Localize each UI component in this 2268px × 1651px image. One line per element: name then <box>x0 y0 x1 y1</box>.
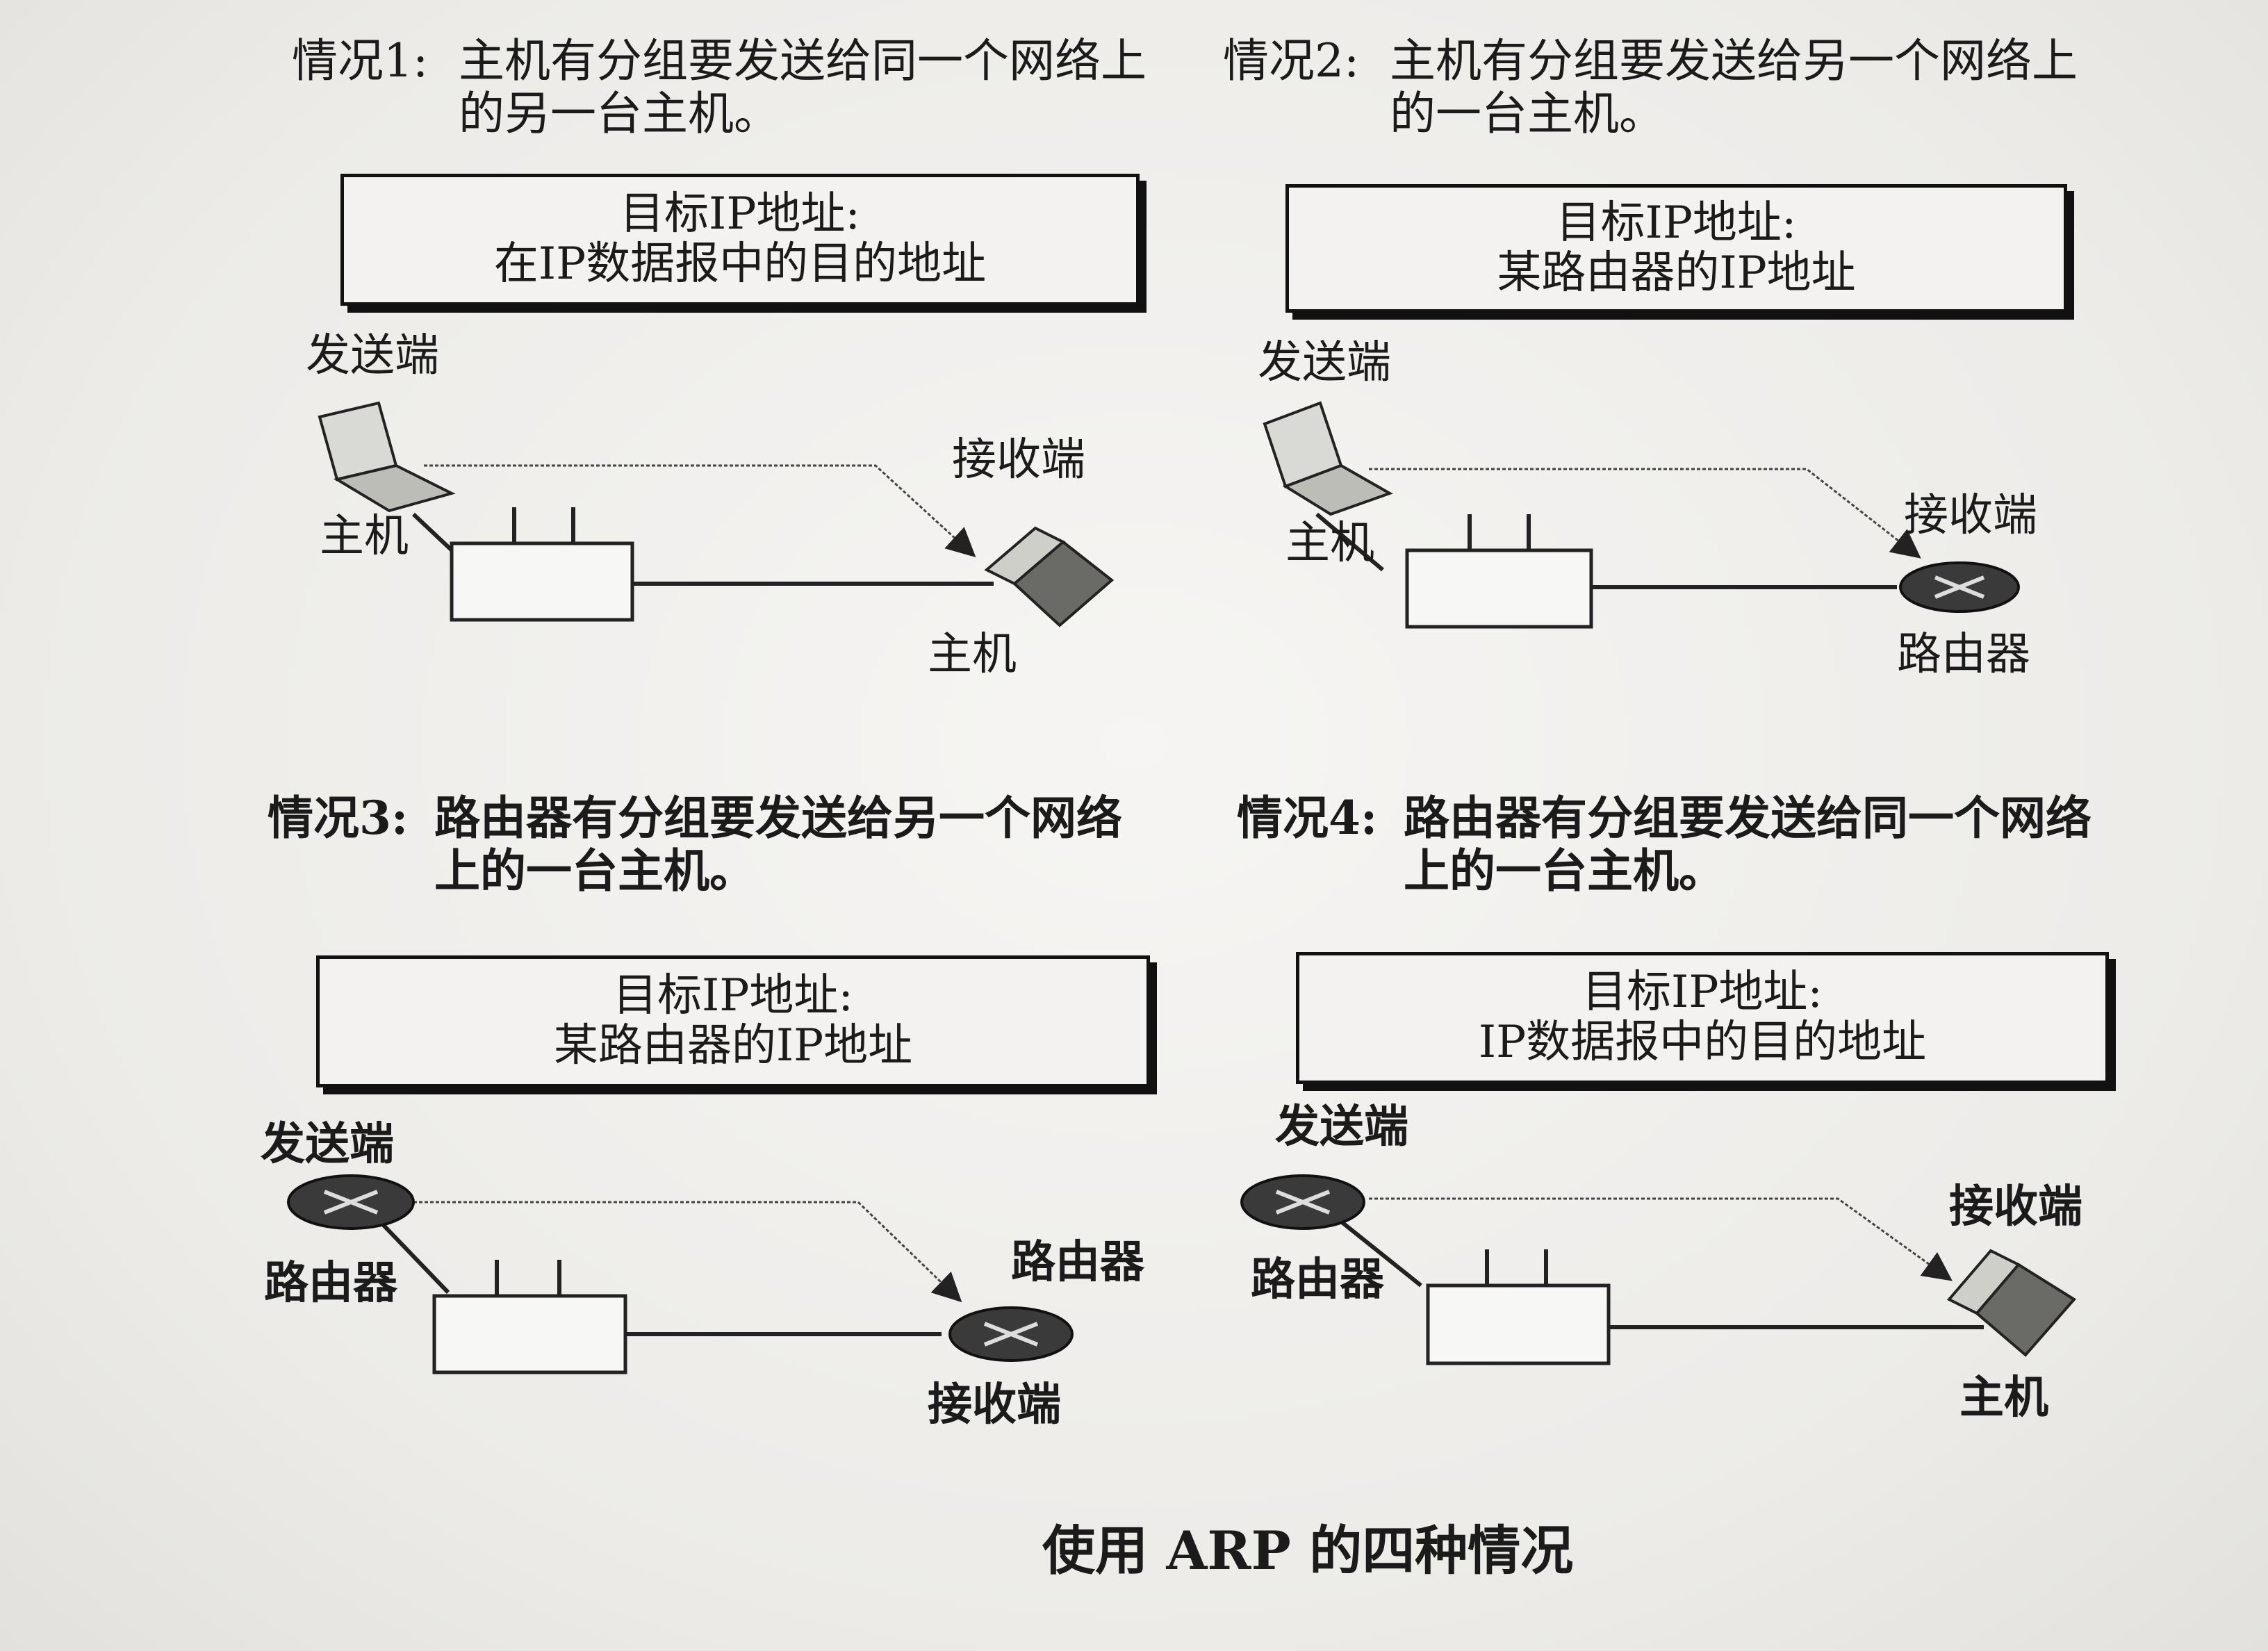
case-2-network <box>1263 401 2020 629</box>
case-3-key: 情况3: <box>268 791 409 845</box>
case-4-sender-bottom: 路由器 <box>1251 1254 1384 1306</box>
case-3-arp-arrow <box>413 1201 962 1303</box>
case-3-network <box>287 1174 1074 1374</box>
case-3-target-box: 目标IP地址: 某路由器的IP地址 <box>316 955 1150 1087</box>
case-3-sender-bottom: 路由器 <box>264 1257 397 1309</box>
case-1-box-line1: 目标IP地址: <box>620 188 860 240</box>
case-4-network <box>1240 1174 2077 1365</box>
case-1-caption: 情况1: 主机有分组要发送给同一个网络上的另一台主机。 <box>292 35 1153 140</box>
switch-icon <box>432 1260 627 1374</box>
router-icon <box>287 1174 415 1230</box>
switch-icon <box>1405 514 1593 629</box>
case-4-box-line1: 目标IP地址: <box>1582 967 1823 1019</box>
case-2-box-line2: 某路由器的IP地址 <box>1497 247 1856 299</box>
case-1-receiver-top: 接收端 <box>952 434 1085 486</box>
case-1-arp-arrow <box>424 464 976 558</box>
case-2-receiver-bottom: 路由器 <box>1897 629 2030 680</box>
case-3-receiver-top: 路由器 <box>1011 1236 1144 1288</box>
case-1-box-line2: 在IP数据报中的目的地址 <box>493 238 987 290</box>
case-2-target-box: 目标IP地址: 某路由器的IP地址 <box>1285 184 2067 313</box>
case-1-target-box: 目标IP地址: 在IP数据报中的目的地址 <box>340 174 1140 306</box>
case-4-sender-top: 发送端 <box>1275 1101 1408 1153</box>
case-4-caption: 情况4: 路由器有分组要发送给同一个网络上的一台主机。 <box>1237 791 2098 898</box>
laptop-icon <box>1263 401 1393 516</box>
laptop-icon <box>318 401 456 513</box>
switch-icon <box>450 507 634 622</box>
case-4-panel: 情况4: 路由器有分组要发送给同一个网络上的一台主机。 目标IP地址: IP数据报… <box>1213 778 2268 1473</box>
case-2-sender-top: 发送端 <box>1258 337 1391 388</box>
case-1-sender-bottom: 主机 <box>320 511 409 562</box>
case-3-panel: 情况3: 路由器有分组要发送给另一个网络上的一台主机。 目标IP地址: 某路由器的… <box>240 785 1324 1480</box>
case-2-key: 情况2: <box>1223 34 1360 88</box>
case-4-receiver-top: 接收端 <box>1949 1181 2082 1233</box>
case-4-receiver-bottom: 主机 <box>1959 1372 2048 1424</box>
case-2-text: 主机有分组要发送给另一个网络上的一台主机。 <box>1390 34 2078 140</box>
laptop-icon <box>984 526 1115 627</box>
case-1-network <box>318 401 1115 627</box>
case-4-box-line2: IP数据报中的目的地址 <box>1478 1017 1927 1068</box>
switch-icon <box>1426 1249 1611 1365</box>
case-2-caption: 情况2: 主机有分组要发送给另一个网络上的一台主机。 <box>1223 35 2085 140</box>
case-1-sender-top: 发送端 <box>306 330 439 381</box>
laptop-icon <box>1946 1249 2077 1357</box>
router-icon <box>948 1306 1074 1362</box>
router-icon <box>1240 1174 1365 1230</box>
case-4-target-box: 目标IP地址: IP数据报中的目的地址 <box>1296 952 2109 1084</box>
case-3-box-line2: 某路由器的IP地址 <box>553 1020 913 1071</box>
case-3-box-line1: 目标IP地址: <box>613 970 853 1022</box>
case-2-panel: 情况2: 主机有分组要发送给另一个网络上的一台主机。 目标IP地址: 某路由器的I… <box>1195 28 2268 723</box>
case-4-arp-arrow <box>1369 1197 1953 1281</box>
case-3-receiver-bottom: 接收端 <box>928 1379 1061 1431</box>
case-1-key: 情况1: <box>292 34 429 88</box>
figure-title: 使用 ARP 的四种情况 <box>1042 1520 1574 1582</box>
case-2-sender-link <box>1315 512 1384 572</box>
case-2-sender-bottom: 主机 <box>1285 518 1374 569</box>
case-1-panel: 情况1: 主机有分组要发送给同一个网络上的另一台主机。 目标IP地址: 在IP数据… <box>264 28 1348 723</box>
case-2-arp-arrow <box>1369 468 1921 559</box>
case-3-text: 路由器有分组要发送给另一个网络上的一台主机。 <box>434 791 1122 898</box>
case-4-text: 路由器有分组要发送给同一个网络上的一台主机。 <box>1404 791 2092 898</box>
case-1-text: 主机有分组要发送给同一个网络上的另一台主机。 <box>459 34 1147 140</box>
case-1-receiver-bottom: 主机 <box>928 629 1017 680</box>
case-2-box-line1: 目标IP地址: <box>1556 197 1797 249</box>
case-3-sender-top: 发送端 <box>261 1118 394 1170</box>
case-4-key: 情况4: <box>1237 791 1378 845</box>
case-2-receiver-top: 接收端 <box>1904 490 2037 541</box>
case-3-caption: 情况3: 路由器有分组要发送给另一个网络上的一台主机。 <box>268 791 1129 898</box>
router-icon <box>1899 561 2020 613</box>
